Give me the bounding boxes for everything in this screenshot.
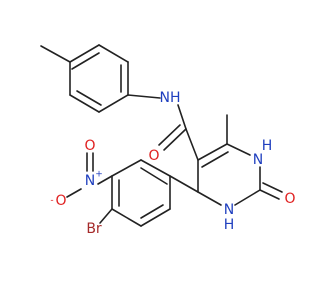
ring-n1-hydrogen-label: H: [262, 138, 273, 154]
atom-labels: NH O H N O N H N + O O - Br: [50, 90, 295, 237]
bonds: [40, 44, 283, 227]
bond: [234, 189, 261, 206]
bond: [197, 143, 228, 161]
bond: [163, 128, 187, 151]
bond: [185, 128, 199, 161]
bond: [140, 208, 171, 227]
urea-oxygen-label: O: [284, 191, 295, 207]
bond: [127, 94, 161, 99]
bond: [169, 175, 199, 193]
bond: [197, 191, 222, 206]
ring-n3-hydrogen-label: H: [224, 217, 235, 233]
bond: [111, 208, 142, 227]
molecule-structure: NH O H N O N H N + O O - Br: [40, 44, 296, 237]
bond: [76, 90, 102, 106]
carbonyl-oxygen-label: O: [148, 148, 159, 164]
nitro-oxygen-charge: -: [50, 196, 53, 206]
bond: [66, 188, 82, 198]
bond: [259, 189, 280, 200]
nitro-oxygen-double-label: O: [84, 138, 95, 154]
ring-n3-label: N: [224, 202, 234, 218]
nitro-nitrogen-charge: +: [95, 170, 103, 180]
bond: [226, 143, 251, 156]
bond: [177, 104, 187, 130]
bond: [201, 151, 229, 168]
bond: [69, 44, 100, 63]
bond: [158, 124, 181, 146]
bond: [40, 45, 71, 63]
bond: [140, 204, 164, 219]
bond: [69, 94, 100, 113]
bond: [98, 44, 129, 63]
bond: [111, 159, 142, 177]
bond: [98, 94, 129, 113]
bond: [140, 167, 168, 185]
bond: [71, 52, 100, 70]
bond: [97, 175, 113, 185]
nitro-nitrogen-label: N: [85, 173, 95, 189]
bond: [140, 159, 171, 177]
bond: [99, 208, 113, 224]
nitro-oxygen-single-label: O: [55, 193, 66, 209]
ring-n1-label: N: [253, 152, 263, 168]
bond: [262, 182, 283, 193]
bromine-label: Br: [86, 221, 102, 237]
amide-nh-label: NH: [160, 90, 181, 106]
